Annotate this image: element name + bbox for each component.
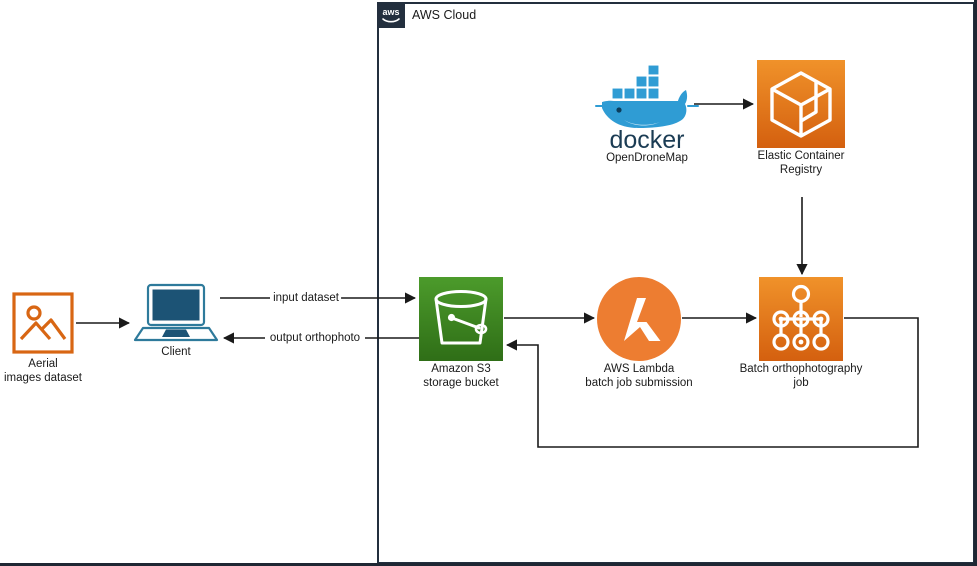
edge-label-input-dataset: input dataset xyxy=(271,292,341,304)
caption-line: job xyxy=(793,376,809,389)
lambda-icon xyxy=(597,277,681,361)
caption-line: Batch orthophotography xyxy=(739,363,863,375)
node-caption: Aerial images dataset xyxy=(4,358,82,385)
caption-line: Registry xyxy=(779,163,823,176)
node-client[interactable]: Client xyxy=(133,282,219,358)
node-caption: OpenDroneMap xyxy=(606,152,688,166)
node-opendronemap[interactable]: docker OpenDroneMap xyxy=(594,60,700,164)
node-elastic-container-registry[interactable]: Elastic Container Registry xyxy=(757,60,845,176)
node-caption: Batch orthophotography job xyxy=(740,363,863,390)
svg-text:aws: aws xyxy=(382,7,399,17)
edge-label-output-orthophoto: output orthophoto xyxy=(267,332,363,344)
node-caption: Amazon S3 storage bucket xyxy=(423,363,498,390)
caption-line: batch job submission xyxy=(585,376,693,389)
docker-wordmark: docker xyxy=(609,126,684,152)
aws-batch-icon xyxy=(759,277,843,361)
node-caption: Client xyxy=(161,346,190,360)
caption-line: AWS Lambda xyxy=(603,363,675,375)
aws-logo-icon: aws xyxy=(377,2,405,28)
caption-line: storage bucket xyxy=(423,376,499,389)
aws-cloud-boundary xyxy=(377,2,974,563)
image-dataset-icon xyxy=(12,292,74,354)
s3-bucket-icon xyxy=(419,277,503,361)
node-aerial-images-dataset[interactable]: Aerial images dataset xyxy=(4,292,82,384)
caption-line: Aerial xyxy=(28,358,58,370)
ecr-cube-icon xyxy=(757,60,845,148)
node-aws-lambda[interactable]: AWS Lambda batch job submission xyxy=(585,277,693,389)
caption-line: Elastic Container xyxy=(757,150,845,162)
node-batch-orthophotography-job[interactable]: Batch orthophotography job xyxy=(740,277,862,389)
caption-line: images dataset xyxy=(4,371,82,384)
node-caption: AWS Lambda batch job submission xyxy=(585,363,692,390)
laptop-icon xyxy=(133,283,219,342)
caption-line: OpenDroneMap xyxy=(606,152,688,164)
docker-whale-icon: docker xyxy=(595,64,699,152)
caption-line: Amazon S3 xyxy=(431,363,491,375)
caption-line: Client xyxy=(161,346,191,358)
node-amazon-s3-storage-bucket[interactable]: Amazon S3 storage bucket xyxy=(419,277,503,389)
aws-cloud-label: AWS Cloud xyxy=(412,8,477,22)
node-caption: Elastic Container Registry xyxy=(758,150,845,177)
